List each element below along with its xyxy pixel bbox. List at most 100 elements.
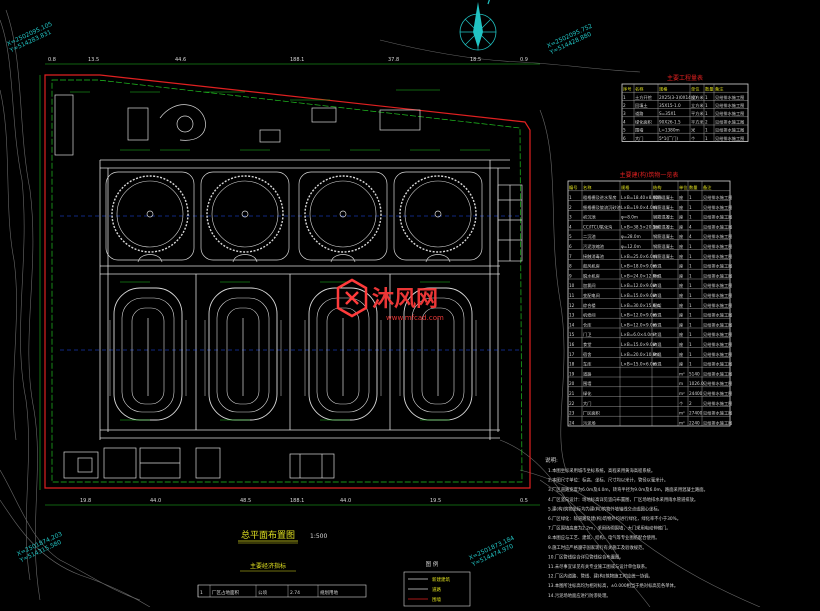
table-cell: L×B=30.0×15.0m xyxy=(621,303,659,308)
table-cell: 细格栅及旋流沉砂池 xyxy=(583,204,622,211)
table-cell: 座 xyxy=(679,282,683,289)
table-cell: 见给排水施工图 xyxy=(703,390,732,397)
site-boundary xyxy=(44,74,531,489)
table-cell: 1026.0 xyxy=(689,381,704,386)
table-cell: 座 xyxy=(679,302,683,309)
table-cell: L×B=18.0×9.0m xyxy=(621,264,657,269)
table-cell: L×B=6.0×4.0m xyxy=(621,332,654,337)
table-cell: 围墙 xyxy=(635,127,643,134)
table-cell: 1 xyxy=(689,322,692,327)
north-arrow-icon xyxy=(459,0,497,51)
table-cell: 2 xyxy=(705,119,708,124)
plan-title: 总平面布置图 xyxy=(241,529,295,541)
table-cell: 见给排水施工图 xyxy=(703,370,732,377)
ancillary-buildings xyxy=(63,447,335,479)
table-cell: φ=8.0m xyxy=(621,215,638,220)
table-cell: 5140 xyxy=(689,371,700,376)
table-cell: 见给排水施工图 xyxy=(715,102,744,109)
table-cell: 个 xyxy=(691,136,696,141)
table-header-cell: 规格 xyxy=(621,184,630,191)
top-dimension-label: 188.1 xyxy=(290,57,304,63)
table-cell: L=1380m xyxy=(659,128,680,133)
legend-title: 图 例 xyxy=(426,560,439,568)
table-cell: 12 xyxy=(569,303,575,308)
table-cell: 2240 xyxy=(689,420,700,425)
table-cell: 框架 xyxy=(653,302,661,309)
table-cell: 见给排水施工图 xyxy=(703,410,732,417)
table-cell: 绿化面积 xyxy=(635,118,652,125)
table-cell: 接触消毒池 xyxy=(583,253,605,260)
table-cell: 27400 xyxy=(689,411,703,416)
table-header-cell: 规格 xyxy=(659,86,668,93)
table-cell: m² xyxy=(679,411,685,416)
table-cell: 见给排水施工图 xyxy=(703,361,732,368)
terrain-contours-right xyxy=(379,39,761,608)
table-header-cell: 名称 xyxy=(635,86,643,93)
table-cell: 座 xyxy=(679,214,683,221)
table-cell: 砖混 xyxy=(653,331,662,338)
table-cell: 见给排水施工图 xyxy=(703,380,732,387)
table-cell: 座 xyxy=(679,341,683,348)
table-cell: 1 xyxy=(689,195,692,200)
table-header-cell: 数量 xyxy=(689,184,697,191)
note-line: 12.厂区内道路、管线、建(构)筑物施工时应统一协调。 xyxy=(548,573,653,580)
table-cell: 车库 xyxy=(583,361,591,368)
table-cell: 食堂 xyxy=(583,341,591,348)
table-cell: 二沉池 xyxy=(583,233,596,240)
top-dimension-label: 44.6 xyxy=(175,57,186,63)
table-title: 主要经济指标 xyxy=(250,562,286,570)
table-cell: 5 xyxy=(569,234,572,239)
table-cell: 1 xyxy=(200,590,203,596)
table-cell: 2 xyxy=(623,103,626,108)
inlet-facilities xyxy=(54,94,421,156)
legend-item: 围墙 xyxy=(432,596,441,603)
table-cell: 见给排水施工图 xyxy=(703,233,732,240)
table-cell: 回填土 xyxy=(635,102,648,109)
bottom-dimension-label: 48.5 xyxy=(240,498,251,504)
table-cell: L×B=15.0×6.0m xyxy=(621,362,657,367)
table-cell: 1 xyxy=(705,95,708,100)
table-cell: 座 xyxy=(679,361,683,368)
table-header-cell: 备注 xyxy=(703,184,712,191)
table-cell: 厂区占地面积 xyxy=(212,589,239,596)
table-cell: 9 xyxy=(569,273,572,278)
table-cell: 见给排水施工图 xyxy=(715,110,744,117)
table-cell: 1 xyxy=(689,293,692,298)
table-cell: 6 xyxy=(569,244,572,249)
table-cell: 1 xyxy=(689,303,692,308)
table-cell: 立方米 xyxy=(691,102,704,109)
terrain-contours-left xyxy=(0,9,151,608)
note-line: 2.本图尺寸单位：标高、坐标、尺寸均以米计，管径以毫米计。 xyxy=(548,477,668,484)
table-cell: L×B=12.0×9.0m xyxy=(621,283,657,288)
table-cell: 4 xyxy=(569,224,572,229)
legend-item: 道路 xyxy=(432,586,441,593)
note-line: 13.本图所注标高均为相对标高，±0.000相当于绝对标高见各单体。 xyxy=(548,582,678,589)
table-cell: 4 xyxy=(689,234,692,239)
table-header-cell: 结构 xyxy=(653,184,661,191)
table-cell: 公顷 xyxy=(258,589,267,596)
table-cell: 1 xyxy=(689,205,692,210)
table-cell: L×B=20.0×10.0m xyxy=(621,352,659,357)
bottom-dimension-label: 44.0 xyxy=(340,498,351,504)
table-cell: 见给排水施工图 xyxy=(703,351,732,358)
design-notes: 说明:1.本图坐标采用城市坐标系统，高程采用黄海高程系统。2.本图尺寸单位：标高… xyxy=(545,456,708,599)
table-cell: 1 xyxy=(689,313,692,318)
table-cell: 砖混 xyxy=(653,263,662,270)
table-cell: S=35X1 xyxy=(659,111,676,116)
table-cell: 见给排水施工图 xyxy=(703,243,732,250)
table-cell: 座 xyxy=(679,263,683,270)
table-cell: 宿舍 xyxy=(583,351,592,358)
table-cell: 见给排水施工图 xyxy=(703,400,732,407)
table-cell: 座 xyxy=(679,243,683,250)
table-cell: 1 xyxy=(689,332,692,337)
table-cell: 见给排水施工图 xyxy=(703,419,732,426)
table-cell: L×B=25.0×6.0m xyxy=(621,254,657,259)
table-cell: 15 xyxy=(569,332,575,337)
table-cell: 35X15-1.0 xyxy=(659,103,681,108)
table-cell: 6 xyxy=(623,136,626,141)
table-cell: 1 xyxy=(569,195,572,200)
